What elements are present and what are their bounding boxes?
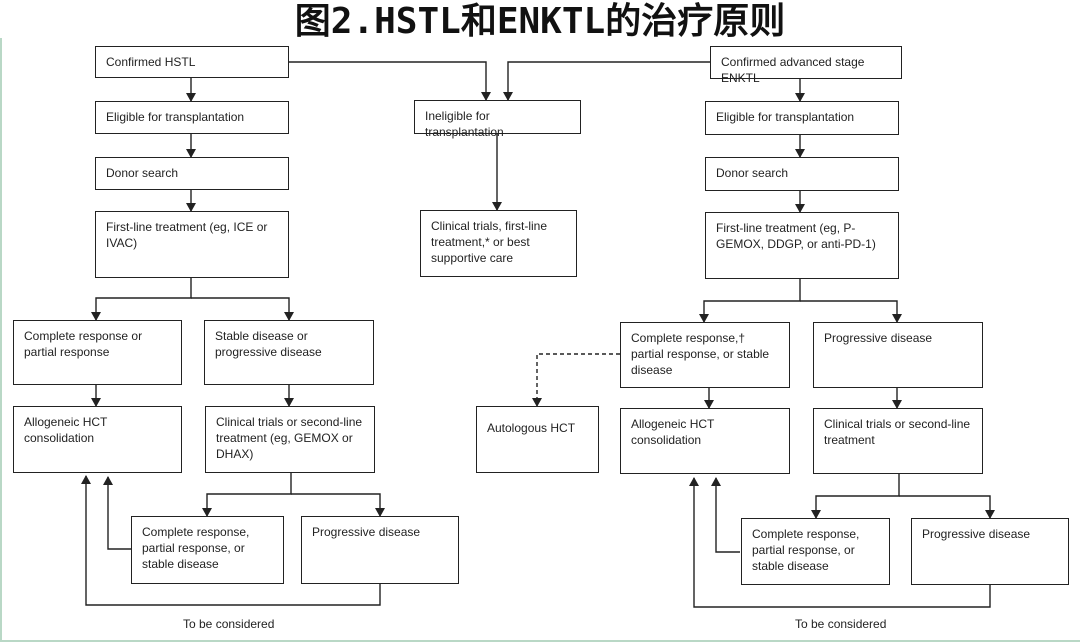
node-confirmed-hstl: Confirmed HSTL — [95, 46, 289, 78]
line-trials-split-right — [291, 493, 385, 517]
node-confirmed-enktl: Confirmed advanced stage ENKTL — [710, 46, 902, 85]
node-trials-left: Clinical trials or second-line treatment… — [205, 406, 375, 473]
node-allo-left: Allogeneic HCT consolidation — [13, 406, 182, 473]
node-firstline-right: First-line treatment (eg, P-GEMOX, DDGP,… — [705, 212, 899, 279]
line-trials-split-r — [811, 474, 900, 519]
page-title: 图2.HSTL和ENKTL的治疗原则 — [294, 1, 786, 42]
node-trials-right: Clinical trials or second-line treatment — [813, 408, 983, 474]
line-feedback-inner-right — [711, 477, 740, 553]
caption-considered-right: To be considered — [795, 617, 887, 631]
node-eligible-right: Eligible for transplantation — [705, 101, 899, 135]
line-enktl-to-ineligible — [503, 61, 710, 101]
dashed-to-autologous — [532, 353, 620, 407]
node-clinical-center: Clinical trials, first-line treatment,* … — [420, 210, 577, 277]
line-feedback-outer-right — [689, 477, 991, 608]
node-eligible-left: Eligible for transplantation — [95, 101, 289, 134]
node-pd-left: Progressive disease — [301, 516, 459, 584]
line-hstl-to-ineligible — [289, 61, 491, 101]
node-donor-right: Donor search — [705, 157, 899, 191]
node-allo-right: Allogeneic HCT consolidation — [620, 408, 790, 474]
line-trials-split-r-right — [899, 495, 995, 519]
content-frame — [0, 38, 1080, 642]
node-sd-pd-left: Stable disease or progressive disease — [204, 320, 374, 385]
node-firstline-left: First-line treatment (eg, ICE or IVAC) — [95, 211, 289, 278]
node-autologous: Autologous HCT — [476, 406, 599, 473]
line-trials-split — [202, 473, 292, 517]
line-feedback-outer-left — [81, 475, 381, 606]
node-cr-pr-sd-left: Complete response, partial response, or … — [131, 516, 284, 584]
node-donor-left: Donor search — [95, 157, 289, 190]
node-pd-right-top: Progressive disease — [813, 322, 983, 388]
line-firstline-split-r-right — [800, 300, 902, 323]
node-pd-right2: Progressive disease — [911, 518, 1069, 585]
node-ineligible: Ineligible for transplantation — [414, 100, 581, 139]
line-feedback-inner-left — [103, 476, 131, 550]
line-firstline-split — [91, 278, 192, 321]
caption-considered-left: To be considered — [183, 617, 275, 631]
line-firstline-split-r — [699, 279, 801, 323]
node-cr-pr-left: Complete response or partial response — [13, 320, 182, 385]
line-firstline-split-right — [191, 297, 294, 321]
node-cr-pr-sd-right2: Complete response, partial response, or … — [741, 518, 890, 585]
node-cr-pr-sd-right: Complete response,† partial response, or… — [620, 322, 790, 388]
